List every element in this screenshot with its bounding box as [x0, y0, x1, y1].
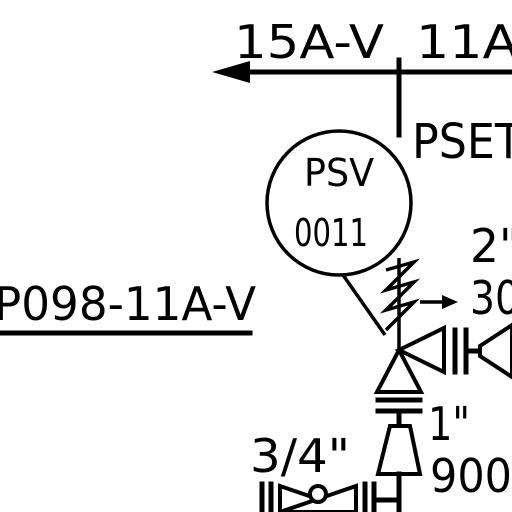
outlet-arrow-icon: [442, 295, 458, 309]
drain-valve-stem-circle: [308, 484, 328, 504]
outlet-reducer-icon: [478, 322, 512, 380]
psv-number-label: 0011: [294, 211, 368, 255]
psv-valve-outlet-triangle: [394, 324, 446, 376]
inlet-reducer-icon: [375, 424, 423, 476]
psv-instrument-bubble: [265, 129, 413, 277]
pset-label: PSET: [412, 114, 512, 170]
inlet-size-label: 1": [428, 397, 470, 451]
inlet-rating-label: 900: [430, 449, 512, 503]
top-line-label-right: 11A-: [416, 15, 512, 69]
left-line-label: P098-11A-V: [0, 277, 257, 331]
outlet-size-label: 2": [470, 219, 512, 273]
top-line-label-left: 15A-V: [234, 15, 385, 69]
psv-tag-label: PSV: [304, 151, 374, 195]
psv-valve-upper-triangle: [373, 345, 425, 394]
drain-size-label: 3/4": [250, 429, 350, 483]
bubble-leader-line: [341, 273, 387, 337]
spring-icon: [379, 258, 421, 332]
outlet-rating-label: 30: [470, 271, 512, 325]
flow-arrow-left-icon: [212, 61, 250, 83]
